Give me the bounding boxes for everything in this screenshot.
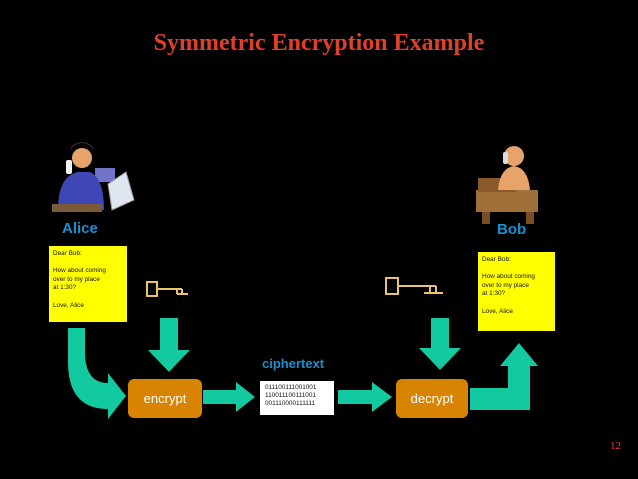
alice-note-line: Love, Alice (53, 301, 84, 309)
alice-note-line: at 1:30? (53, 284, 77, 292)
alice-note-line (53, 293, 123, 302)
decrypt-box: decrypt (396, 379, 468, 418)
slide-title: Symmetric Encryption Example (153, 30, 485, 56)
alice-note-line: Dear Bob: (53, 250, 82, 257)
page-number: 12 (610, 440, 621, 452)
key-icon-decrypt (385, 277, 443, 295)
alice-note-line: How about coming (53, 267, 106, 275)
bob-name: Bob (497, 221, 527, 238)
ciphertext-box: 011100111001001 110011100111001 00111000… (260, 381, 334, 415)
ciphertext-line: 011100111001001 (265, 384, 317, 391)
bob-note-line: Love, Alice (482, 307, 513, 315)
ciphertext-line: 110011100111001 (265, 392, 316, 400)
arrow-encrypt-to-ciphertext (203, 382, 255, 412)
arrow-key-to-decrypt (419, 318, 461, 370)
arrow-alice-to-encrypt (68, 328, 126, 419)
ciphertext-line: 001110000111111 (265, 400, 315, 408)
arrow-key-to-encrypt (148, 318, 190, 372)
encrypt-box: encrypt (128, 379, 202, 418)
bob-note-line (482, 265, 551, 274)
arrow-decrypt-to-bob (470, 343, 538, 410)
alice-plaintext-note: Dear Bob: How about coming over to my pl… (49, 246, 127, 322)
alice-note-line: over to my place (53, 275, 100, 283)
bob-note-line: Dear Bob: (482, 256, 511, 263)
bob-note-line: at 1:30? (482, 290, 506, 298)
bob-figure (476, 144, 538, 224)
bob-note-line: How about coming (482, 273, 535, 281)
ciphertext-label: ciphertext (262, 356, 325, 371)
bob-note-line: over to my place (482, 281, 529, 289)
bob-plaintext-note: Dear Bob: How about coming over to my pl… (478, 252, 555, 331)
key-icon-encrypt (146, 281, 188, 297)
alice-figure (52, 142, 135, 212)
alice-name: Alice (62, 220, 98, 237)
alice-note-line (53, 259, 123, 268)
bob-note-line (482, 299, 551, 308)
arrow-ciphertext-to-decrypt (338, 382, 392, 412)
